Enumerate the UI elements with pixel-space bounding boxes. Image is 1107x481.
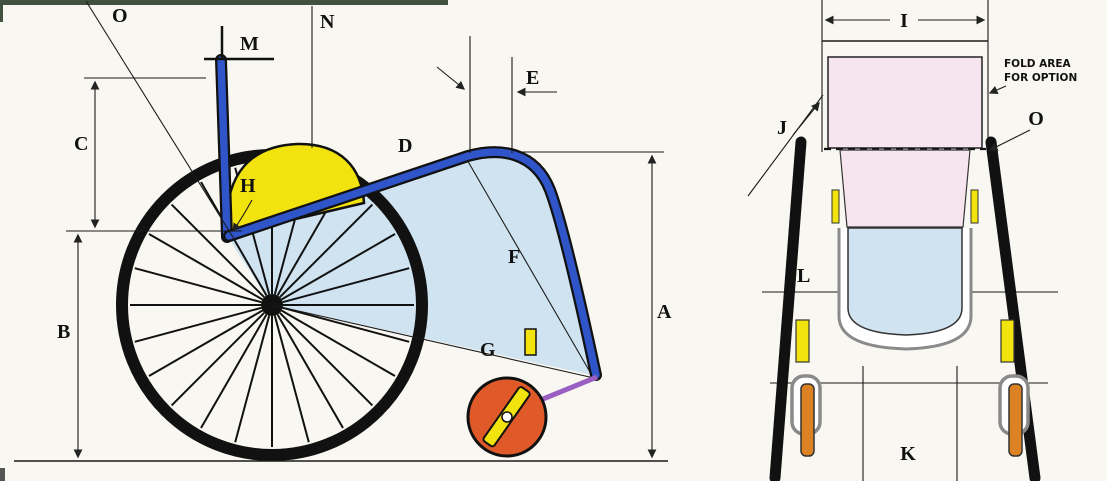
- backrest-lower-panel: [839, 149, 971, 228]
- label-f: F: [508, 246, 520, 268]
- dim-g-line: [271, 304, 595, 379]
- label-a: A: [657, 301, 672, 323]
- label-b: B: [57, 321, 70, 343]
- frame-leg-left: [769, 136, 807, 481]
- label-j: J: [777, 117, 787, 139]
- backrest-panel: [827, 56, 983, 149]
- scan-artifact-left: [0, 2, 3, 22]
- label-o-front: O: [1028, 108, 1044, 130]
- side-guard-right: [970, 189, 979, 224]
- caster-left: [790, 374, 822, 457]
- side-view: A B C O M N E D H F G: [14, 0, 672, 462]
- frame-rail: [225, 148, 600, 379]
- label-e: E: [526, 67, 539, 89]
- backrest-post: [217, 56, 231, 241]
- wheel-spokes: [130, 163, 414, 447]
- dim-e-arrow-left: [436, 66, 466, 90]
- caster-right: [998, 374, 1030, 457]
- label-m: M: [240, 33, 259, 55]
- front-view: I J O FOLD AREA FOR OPTION K L: [747, 0, 1077, 481]
- caster-wheel-left: [800, 383, 815, 457]
- label-k: K: [900, 443, 916, 465]
- caster-stem-left: [795, 319, 810, 363]
- dim-j-arrow: [792, 101, 820, 136]
- fold-area-note-line1: FOLD AREA: [1004, 58, 1072, 70]
- seat-sling: [847, 227, 963, 336]
- front-caster: [466, 376, 548, 458]
- label-c: C: [74, 133, 88, 155]
- label-o-side: O: [112, 5, 128, 27]
- label-n: N: [320, 11, 335, 33]
- dim-h-arrow: [232, 199, 253, 233]
- fold-area-note-line2: FOR OPTION: [1004, 72, 1077, 84]
- dim-j-leader: [747, 94, 824, 197]
- label-d: D: [398, 135, 412, 157]
- caster-stem-right: [1000, 319, 1015, 363]
- dim-o-front-arrow: [988, 129, 1031, 151]
- label-i: I: [900, 10, 908, 32]
- caster-link: [542, 374, 598, 402]
- label-h: H: [240, 175, 256, 197]
- caster-hub: [501, 411, 513, 423]
- dim-o-line: [85, 0, 237, 243]
- brake-block: [524, 328, 537, 356]
- caster-wheel-right: [1008, 383, 1023, 457]
- dim-f-line: [465, 157, 591, 373]
- dim-i-label-mask: [890, 6, 918, 30]
- label-l: L: [797, 265, 810, 287]
- armrest-pad: [225, 142, 366, 237]
- scan-artifact-bottom-left: [0, 468, 5, 481]
- label-g: G: [480, 339, 496, 361]
- side-guard-left: [831, 189, 840, 224]
- fold-area-arrow: [988, 85, 1007, 95]
- scan-artifact-top: [0, 0, 448, 5]
